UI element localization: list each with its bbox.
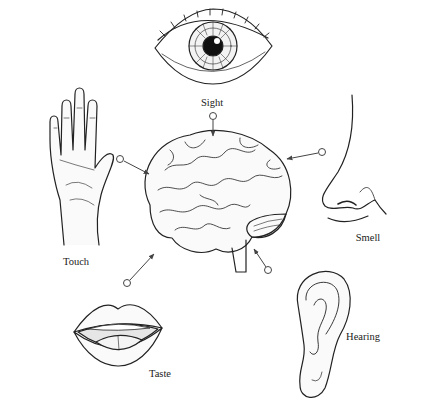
brain-folds (158, 138, 282, 230)
tongue-line (118, 336, 119, 350)
eye-lashes (160, 9, 269, 37)
leader-line (130, 254, 154, 280)
hand-outline (50, 88, 114, 245)
sense-label-wrap: Taste (149, 368, 171, 381)
brain-drawing (145, 130, 291, 272)
sense-label: Sight (201, 97, 223, 110)
nose-outline (322, 95, 386, 214)
leader-dot (210, 113, 217, 120)
leader-dots (117, 113, 326, 287)
leader-line (213, 120, 214, 136)
lip (328, 216, 368, 222)
upper-lip (74, 305, 162, 332)
tongue (96, 335, 142, 349)
cerebellum-lines (254, 219, 282, 231)
eye-drawing (155, 9, 272, 84)
leader-line (254, 249, 266, 267)
leader-dot (319, 149, 326, 156)
brain-stem (232, 240, 246, 272)
ear-antihelix (310, 299, 326, 354)
cerebellum (247, 214, 286, 238)
brain-outline (145, 130, 291, 252)
eye-iris (189, 22, 237, 70)
ear-lobe (312, 372, 322, 381)
nostril (338, 201, 356, 205)
sense-label: Hearing (346, 331, 380, 344)
iris-lines (189, 22, 237, 70)
leader-dot (124, 280, 131, 287)
teeth (88, 324, 150, 330)
leader-line (124, 161, 149, 174)
ear-helix (306, 282, 339, 334)
sense-label: Taste (149, 368, 171, 381)
eye-pupil (203, 36, 223, 56)
mouth-drawing (74, 305, 162, 366)
nose-wing (360, 187, 375, 200)
nose-drawing (322, 95, 386, 222)
ear-outline (297, 271, 350, 397)
sense-label: Smell (356, 232, 381, 245)
hand-lines (54, 108, 95, 205)
ear-drawing (297, 271, 350, 397)
leader-lines (124, 120, 318, 280)
eye-highlight (214, 38, 220, 44)
sense-label-wrap: Sight (201, 97, 223, 110)
sense-label: Touch (63, 256, 89, 269)
sense-label-wrap: Smell (356, 232, 381, 245)
leader-dot (117, 156, 124, 163)
sense-label-wrap: Hearing (346, 331, 380, 344)
leader-line (287, 153, 318, 159)
sense-label-wrap: Touch (63, 256, 89, 269)
hand-drawing (50, 88, 114, 245)
leader-dot (265, 267, 272, 274)
eye-outline (155, 9, 272, 84)
